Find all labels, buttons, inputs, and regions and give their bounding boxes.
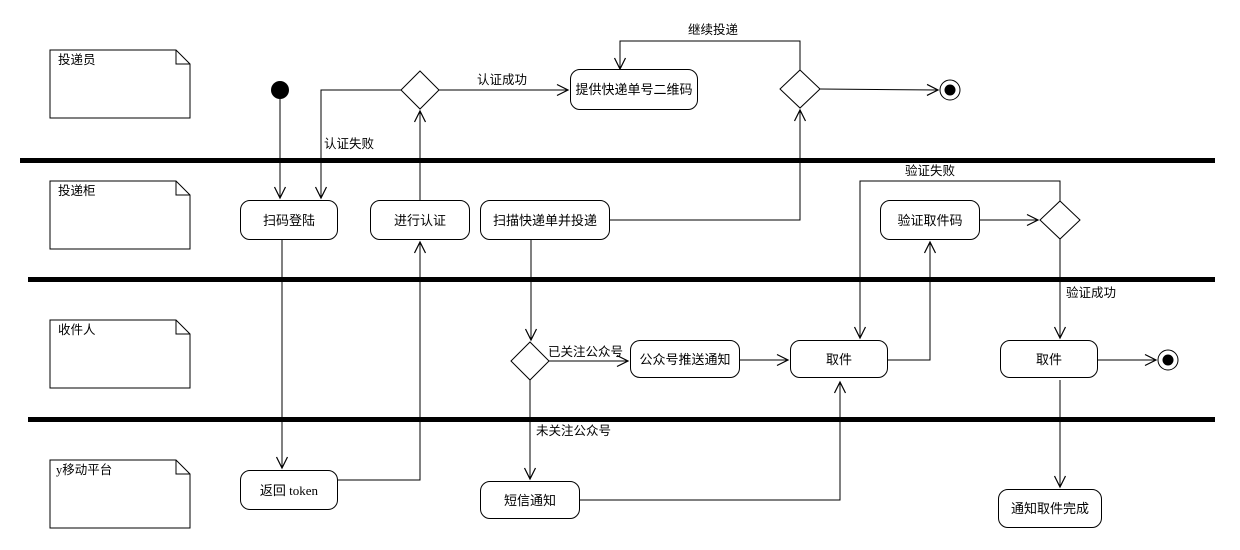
activity-provide-qr[interactable]: 提供快递单号二维码 — [570, 69, 698, 110]
lane-note-courier-fold-icon — [175, 50, 190, 65]
edge-label-continue-deliver: 继续投递 — [688, 23, 739, 37]
lane-note-recipient[interactable] — [49, 319, 191, 389]
edge-label-auth-success: 认证成功 — [477, 73, 528, 87]
decision-continue[interactable] — [779, 69, 821, 109]
activity-scan-login[interactable]: 扫码登陆 — [240, 200, 338, 240]
edge-verify-fail — [853, 180, 1061, 340]
lane-divider-1 — [20, 158, 1215, 163]
activity-verify-code[interactable]: 验证取件码 — [880, 200, 980, 240]
edge-return-token-to-do-auth — [338, 240, 427, 481]
activity-sms-notify[interactable]: 短信通知 — [480, 481, 580, 519]
decision-auth[interactable] — [400, 70, 440, 110]
activity-notify-done[interactable]: 通知取件完成 — [998, 489, 1102, 528]
lane-divider-2 — [28, 277, 1215, 282]
lane-note-platform-fold-icon — [175, 460, 190, 475]
activity-pickup-2[interactable]: 取件 — [1000, 340, 1098, 378]
lane-note-courier[interactable] — [49, 49, 191, 119]
end-node-recipient[interactable] — [1157, 349, 1179, 371]
edge-sms-to-pickup — [580, 380, 847, 501]
start-node[interactable] — [271, 81, 289, 99]
activity-return-token[interactable]: 返回 token — [240, 470, 338, 510]
lane-label-platform: y移动平台 — [56, 463, 113, 477]
lane-label-recipient: 收件人 — [58, 323, 96, 337]
lane-note-platform[interactable] — [49, 459, 191, 529]
edge-scan-deliver-to-decision — [610, 108, 807, 221]
activity-do-auth[interactable]: 进行认证 — [370, 200, 470, 240]
end-node-courier[interactable] — [939, 79, 961, 101]
edge-label-verify-fail: 验证失败 — [905, 164, 956, 178]
edge-label-not-followed: 未关注公众号 — [536, 424, 612, 438]
decision-verify[interactable] — [1039, 200, 1081, 240]
edge-pickup-to-verify-code — [888, 240, 937, 361]
edge-auth-fail — [314, 89, 402, 200]
edge-label-auth-fail: 认证失败 — [324, 137, 375, 151]
lane-note-recipient-fold-icon — [175, 320, 190, 335]
activity-push-notify[interactable]: 公众号推送通知 — [630, 340, 740, 378]
edge-label-verify-success: 验证成功 — [1066, 286, 1117, 300]
edge-label-followed: 已关注公众号 — [548, 345, 624, 359]
lane-divider-3 — [28, 417, 1215, 422]
lane-label-courier: 投递员 — [58, 53, 96, 67]
edge-to-end-courier — [819, 83, 940, 96]
lane-note-locker[interactable] — [49, 180, 191, 250]
activity-pickup-1[interactable]: 取件 — [790, 340, 888, 378]
decision-follow[interactable] — [510, 341, 550, 381]
lane-note-locker-fold-icon — [175, 181, 190, 196]
edge-continue-deliver — [613, 40, 801, 71]
activity-scan-deliver[interactable]: 扫描快递单并投递 — [480, 200, 610, 240]
lane-label-locker: 投递柜 — [58, 184, 96, 198]
